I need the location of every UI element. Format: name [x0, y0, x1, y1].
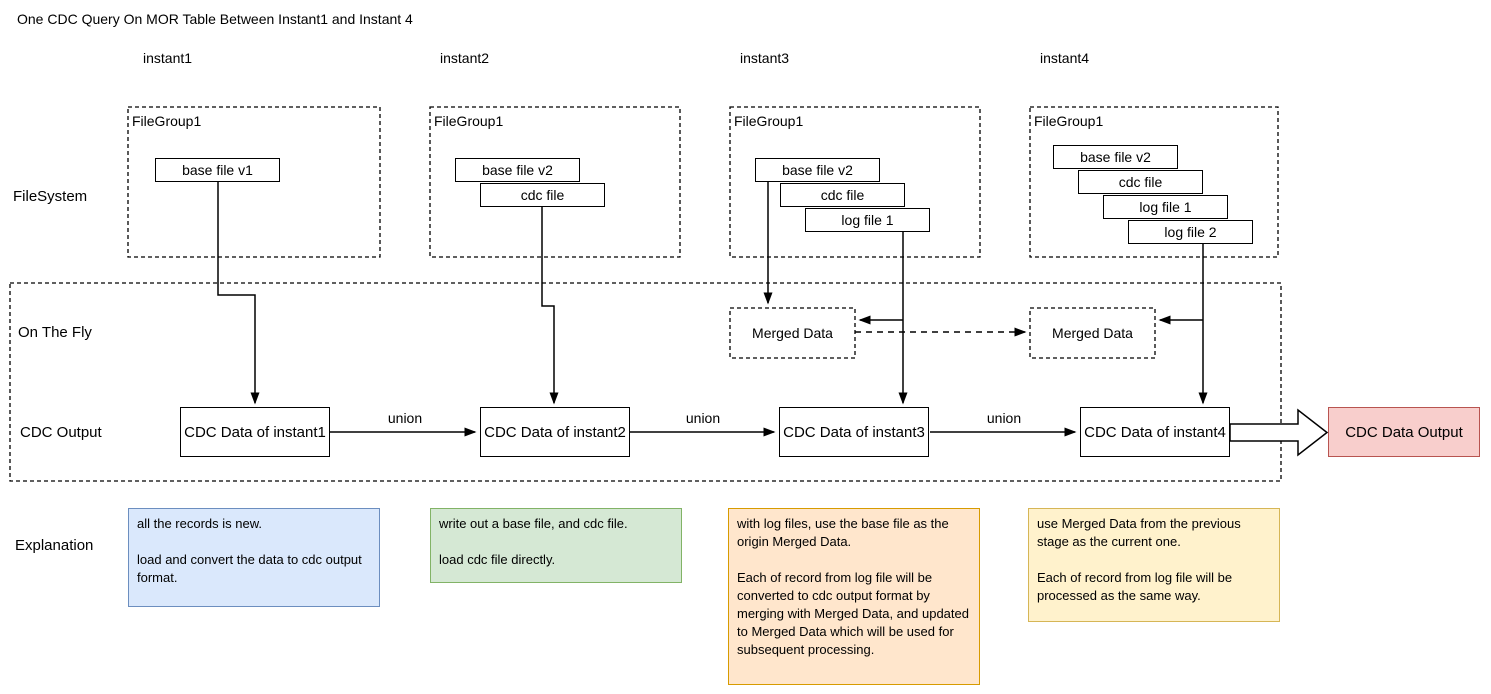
filegroup-frame-instant2 [429, 106, 681, 258]
row-label-filesystem: FileSystem [13, 188, 88, 205]
file-box-base-file-v1: base file v1 [155, 158, 280, 182]
file-box-base-file-v2: base file v2 [755, 158, 880, 182]
row-label-on-the-fly: On The Fly [18, 324, 92, 341]
filegroup-frame-instant3 [729, 106, 981, 258]
row-label-explanation: Explanation [15, 537, 94, 554]
file-box-base-file-v2: base file v2 [455, 158, 580, 182]
file-box-log-file-1: log file 1 [805, 208, 930, 232]
union-label-2: union [685, 410, 721, 426]
cdc-data-box-instant2: CDC Data of instant2 [480, 407, 630, 457]
explanation-note-instant4: use Merged Data from the previous stage … [1028, 508, 1280, 622]
instant4-label: instant4 [1040, 50, 1090, 66]
union-label-1: union [387, 410, 423, 426]
row-label-cdc-output: CDC Output [20, 424, 102, 441]
instant1-label: instant1 [143, 50, 193, 66]
filegroup-frame-instant1 [127, 106, 381, 258]
hollow-arrow-to-output [1229, 408, 1329, 457]
merged-data-box-instant3: Merged Data [752, 325, 833, 341]
filegroup1-label-instant2: FileGroup1 [434, 113, 504, 129]
file-box-base-file-v2: base file v2 [1053, 145, 1178, 169]
file-box-cdc-file: cdc file [1078, 170, 1203, 194]
file-box-log-file-2: log file 2 [1128, 220, 1253, 244]
arrow-cdcfile2-to-cdc2 [541, 207, 559, 405]
merged-data-box-instant4: Merged Data [1052, 325, 1133, 341]
cdc-data-box-instant4: CDC Data of instant4 [1080, 407, 1230, 457]
file-box-cdc-file: cdc file [480, 183, 605, 207]
file-box-log-file-1: log file 1 [1103, 195, 1228, 219]
explanation-note-instant2: write out a base file, and cdc file. loa… [430, 508, 682, 583]
filegroup1-label-instant4: FileGroup1 [1034, 113, 1104, 129]
filegroup1-label-instant3: FileGroup1 [734, 113, 804, 129]
explanation-note-instant3: with log files, use the base file as the… [728, 508, 980, 685]
cdc-data-output-box: CDC Data Output [1328, 407, 1480, 457]
arrow-basefile1-to-cdc1 [217, 182, 260, 405]
filegroup1-label-instant1: FileGroup1 [132, 113, 202, 129]
instant3-label: instant3 [740, 50, 790, 66]
cdc-data-box-instant3: CDC Data of instant3 [779, 407, 929, 457]
cdc-data-box-instant1: CDC Data of instant1 [180, 407, 330, 457]
explanation-note-instant1: all the records is new. load and convert… [128, 508, 380, 607]
instant2-label: instant2 [440, 50, 490, 66]
file-box-cdc-file: cdc file [780, 183, 905, 207]
page-title: One CDC Query On MOR Table Between Insta… [17, 11, 413, 27]
union-label-3: union [986, 410, 1022, 426]
